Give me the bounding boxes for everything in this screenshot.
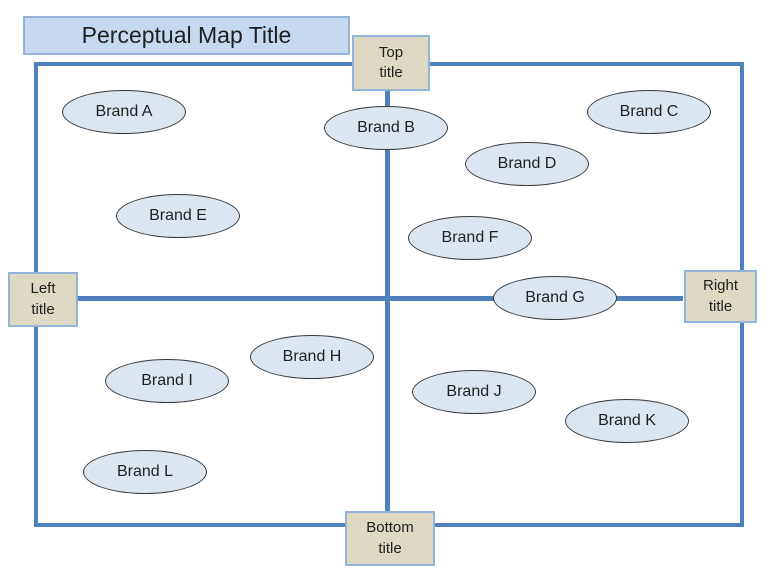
brand-ellipse[interactable]: Brand J xyxy=(412,370,536,414)
brand-ellipse[interactable]: Brand F xyxy=(408,216,532,260)
brand-ellipse[interactable]: Brand B xyxy=(324,106,448,150)
axis-title-bottom-text: Bottom title xyxy=(366,519,414,557)
brand-ellipse[interactable]: Brand D xyxy=(465,142,589,186)
horizontal-axis-line xyxy=(77,296,683,301)
brand-ellipse[interactable]: Brand A xyxy=(62,90,186,134)
brand-ellipse[interactable]: Brand L xyxy=(83,450,207,494)
axis-title-right-text: Right title xyxy=(702,277,739,315)
map-title-box[interactable]: Perceptual Map Title xyxy=(23,16,350,55)
axis-title-bottom[interactable]: Bottom title xyxy=(345,511,435,566)
axis-title-left-text: Left title xyxy=(30,280,56,318)
axis-title-top[interactable]: Top title xyxy=(352,35,430,91)
brand-ellipse[interactable]: Brand I xyxy=(105,359,229,403)
axis-title-right[interactable]: Right title xyxy=(684,270,757,323)
brand-ellipse[interactable]: Brand H xyxy=(250,335,374,379)
brand-ellipse[interactable]: Brand K xyxy=(565,399,689,443)
axis-title-top-text: Top title xyxy=(378,43,404,81)
axis-title-left[interactable]: Left title xyxy=(8,272,78,327)
map-title-text: Perceptual Map Title xyxy=(81,22,292,48)
brand-ellipse[interactable]: Brand E xyxy=(116,194,240,238)
brand-ellipse[interactable]: Brand C xyxy=(587,90,711,134)
brand-ellipse[interactable]: Brand G xyxy=(493,276,617,320)
